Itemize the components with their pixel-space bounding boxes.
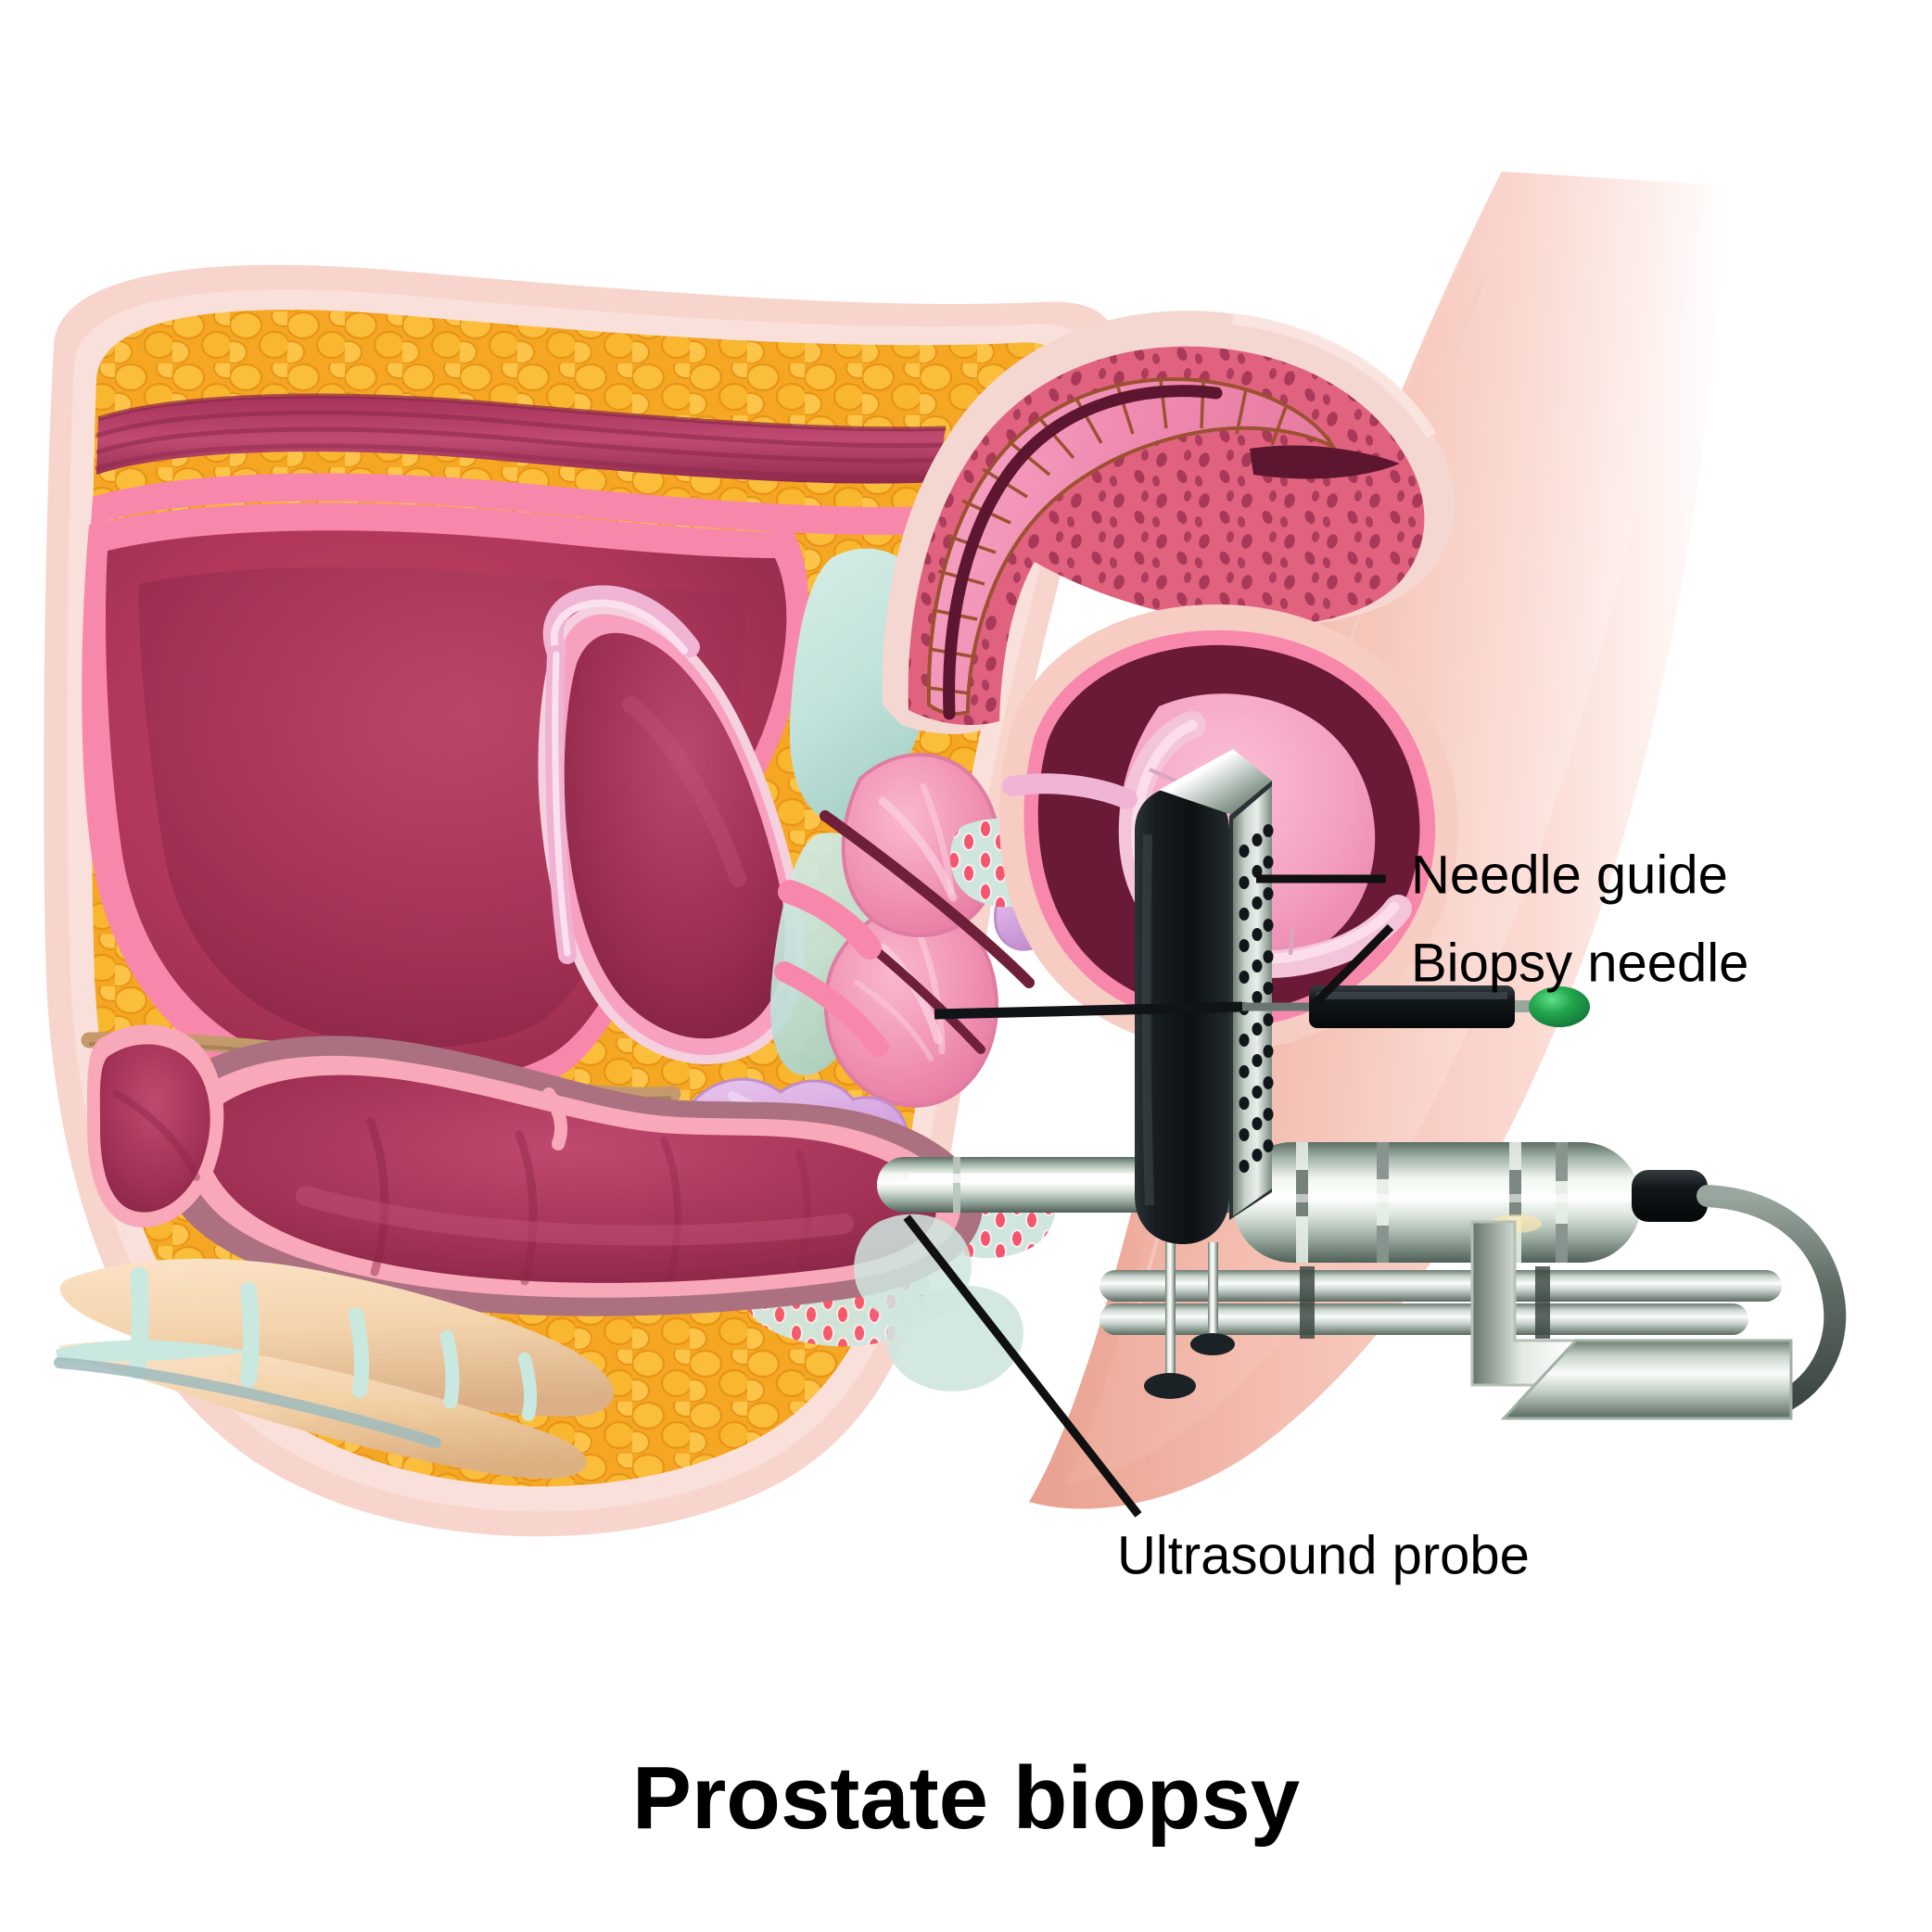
stepper-base-plate bbox=[1500, 1339, 1793, 1420]
label-biopsy-needle: Biopsy needle bbox=[1411, 933, 1748, 993]
bladder-neck-urethra-chamber bbox=[538, 604, 806, 1064]
peritoneum bbox=[91, 473, 936, 535]
penile-urethra bbox=[943, 385, 1223, 720]
pelvis-cross-section bbox=[44, 264, 1116, 1537]
stepper-rails bbox=[1099, 1266, 1782, 1339]
rectus-abdominis-muscle bbox=[95, 393, 947, 484]
label-needle-guide: Needle guide bbox=[1411, 845, 1728, 905]
needle-shaft bbox=[934, 1001, 1243, 1020]
probe-handle bbox=[1233, 1142, 1708, 1263]
label-ultrasound-probe: Ultrasound probe bbox=[1117, 1525, 1530, 1585]
biopsy-needle[interactable] bbox=[934, 985, 1590, 1028]
spermatic-cord bbox=[1002, 773, 1138, 809]
prostate-upper-lobe bbox=[841, 753, 1001, 938]
leader-ultrasound-probe bbox=[903, 1214, 1142, 1518]
rectum bbox=[152, 1036, 984, 1316]
leader-biopsy-needle bbox=[1311, 923, 1394, 1008]
sacrum-coccyx bbox=[54, 1258, 614, 1480]
stepper-knobs bbox=[1144, 1242, 1235, 1399]
guide-perforations bbox=[1239, 824, 1274, 1173]
ejaculatory-duct bbox=[820, 810, 1035, 988]
needle-guide[interactable] bbox=[1135, 749, 1274, 1244]
annotation-layer: Needle guide Biopsy needle Ultrasound pr… bbox=[903, 845, 1748, 1585]
sigmoid-colon-loop bbox=[86, 1024, 224, 1228]
probe-cable bbox=[1697, 1185, 1847, 1415]
urethral-meatus bbox=[1250, 445, 1400, 479]
needle-end-cap bbox=[1529, 986, 1590, 1027]
figure-title: Prostate biopsy bbox=[632, 1748, 1300, 1848]
